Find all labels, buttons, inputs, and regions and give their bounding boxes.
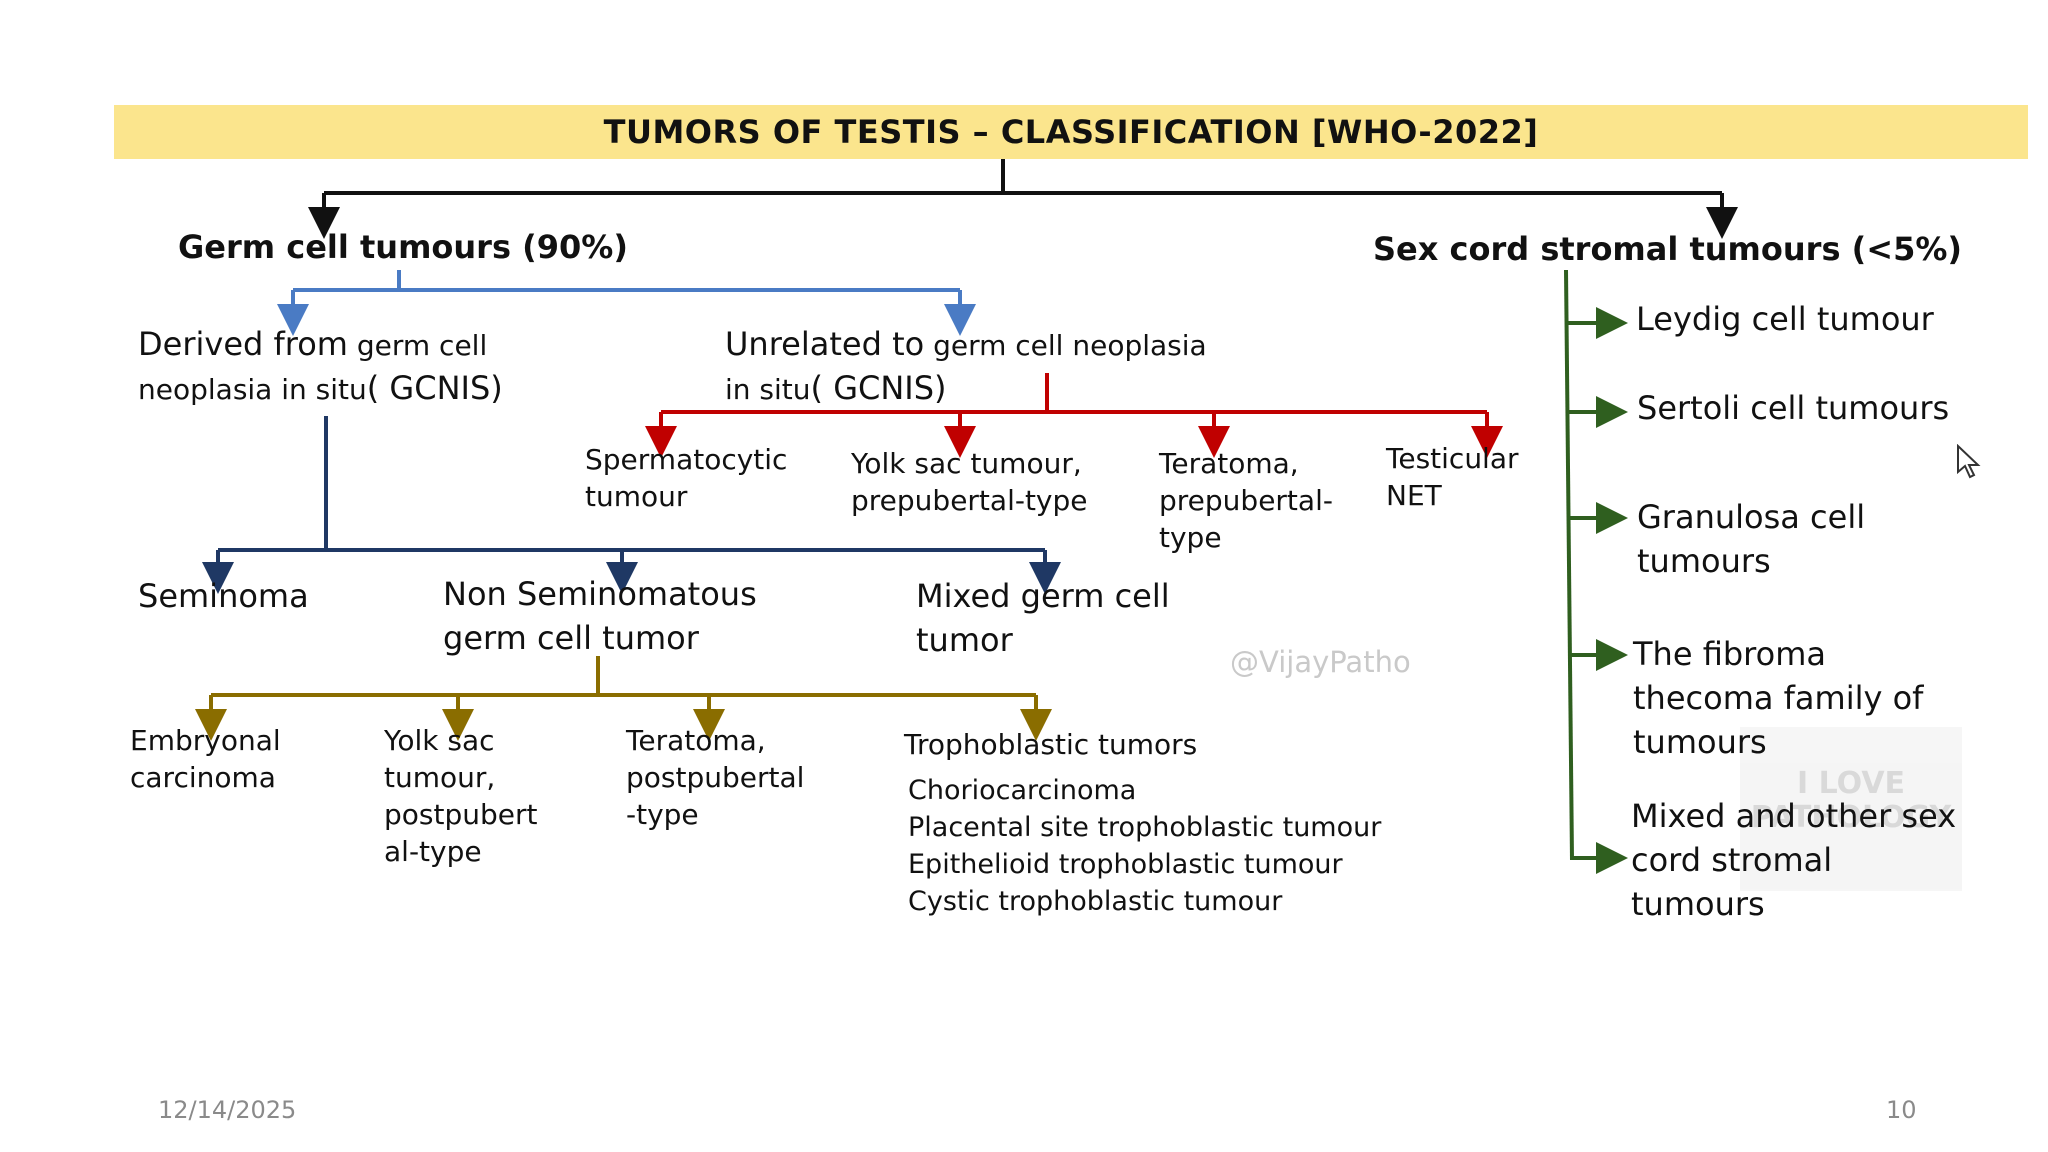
unrelated-node: Unrelated to germ cell neoplasia in situ… bbox=[725, 322, 1207, 410]
trophoblastic-item: Cystic trophoblastic tumour bbox=[908, 886, 1283, 917]
derived-line1-big: Derived from bbox=[138, 325, 348, 363]
node-line: germ cell tumor bbox=[443, 619, 699, 657]
sex-cord-heading: Sex cord stromal tumours (<5%) bbox=[1373, 230, 1963, 268]
root-connector bbox=[308, 159, 1738, 239]
title-banner: TUMORS OF TESTIS – CLASSIFICATION [WHO-2… bbox=[114, 105, 2028, 159]
trophoblastic-item: Choriocarcinoma bbox=[908, 775, 1137, 806]
germ-cell-heading: Germ cell tumours (90%) bbox=[178, 228, 628, 266]
node-line: tumor bbox=[916, 621, 1013, 659]
node-line: Mixed and other sex bbox=[1631, 797, 1957, 835]
logo-watermark: I LOVE PATHOLOGY bbox=[1740, 727, 1962, 891]
node-line: tumours bbox=[1633, 723, 1767, 761]
spermatocytic-node: Spermatocytic tumour bbox=[585, 441, 787, 515]
node-line: Teratoma, bbox=[1159, 447, 1299, 480]
unrelated-line1-big: Unrelated to bbox=[725, 325, 925, 363]
derived-line2-big: ( GCNIS) bbox=[366, 369, 503, 407]
node-line: The fibroma bbox=[1633, 635, 1826, 673]
granulosa-node: Granulosa cell tumours bbox=[1637, 495, 1865, 583]
embryonal-carcinoma-node: Embryonal carcinoma bbox=[130, 722, 281, 796]
mouse-cursor-icon bbox=[1957, 444, 1981, 479]
leydig-node: Leydig cell tumour bbox=[1636, 297, 1934, 341]
node-line: NET bbox=[1386, 479, 1442, 512]
node-line: thecoma family of bbox=[1633, 679, 1924, 717]
trophoblastic-item: Placental site trophoblastic tumour bbox=[908, 812, 1382, 843]
node-line: Non Seminomatous bbox=[443, 575, 757, 613]
node-line: Yolk sac bbox=[384, 724, 495, 757]
sexcord-connector bbox=[1564, 269, 1628, 874]
footer-date: 12/14/2025 bbox=[158, 1096, 297, 1124]
node-line: Mixed germ cell bbox=[916, 577, 1170, 615]
nsgct-node: Non Seminomatous germ cell tumor bbox=[443, 572, 757, 660]
node-line: Embryonal bbox=[130, 724, 281, 757]
node-line: Sertoli cell tumours bbox=[1637, 389, 1950, 427]
derived-connector bbox=[202, 416, 1061, 594]
yolk-sac-postpubertal-node: Yolk sac tumour, postpubert al-type bbox=[384, 722, 537, 870]
node-line: prepubertal- bbox=[1159, 484, 1333, 517]
trophoblastic-heading: Trophoblastic tumors bbox=[904, 728, 1198, 761]
node-line: Testicular bbox=[1386, 442, 1519, 475]
unrelated-line2-big: ( GCNIS) bbox=[810, 369, 947, 407]
unrelated-line1-small: germ cell neoplasia bbox=[924, 329, 1207, 362]
node-line: -type bbox=[626, 798, 699, 831]
node-line: tumours bbox=[1631, 885, 1765, 923]
teratoma-postpubertal-node: Teratoma, postpubertal -type bbox=[626, 722, 804, 833]
node-line: cord stromal bbox=[1631, 841, 1833, 879]
node-line: prepubertal-type bbox=[851, 484, 1088, 517]
mixed-sex-cord-node: Mixed and other sex cord stromal tumours bbox=[1631, 794, 1956, 926]
node-line: Yolk sac tumour, bbox=[851, 447, 1082, 480]
trophoblastic-list: Choriocarcinoma Placental site trophobla… bbox=[908, 772, 1381, 920]
trophoblastic-item: Epithelioid trophoblastic tumour bbox=[908, 849, 1343, 880]
fibroma-thecoma-node: The fibroma thecoma family of tumours bbox=[1633, 632, 1923, 764]
mixed-germ-cell-node: Mixed germ cell tumor bbox=[916, 574, 1170, 662]
node-line: Teratoma, bbox=[626, 724, 766, 757]
diagram-title: TUMORS OF TESTIS – CLASSIFICATION [WHO-2… bbox=[603, 113, 1539, 151]
yolk-sac-prepubertal-node: Yolk sac tumour, prepubertal-type bbox=[851, 445, 1088, 519]
nsgct-connector bbox=[195, 656, 1052, 741]
node-line: carcinoma bbox=[130, 761, 276, 794]
node-line: tumour, bbox=[384, 761, 496, 794]
node-line: postpubertal bbox=[626, 761, 805, 794]
derived-line1-small: germ cell bbox=[347, 329, 488, 362]
teratoma-prepubertal-node: Teratoma, prepubertal- type bbox=[1159, 445, 1333, 556]
node-line: Granulosa cell bbox=[1637, 498, 1866, 536]
page-number: 10 bbox=[1886, 1096, 1917, 1124]
germ-connector bbox=[277, 270, 976, 336]
node-line: tumour bbox=[585, 480, 688, 513]
unrelated-line2-small: in situ bbox=[725, 373, 811, 406]
testicular-net-node: Testicular NET bbox=[1386, 440, 1519, 514]
node-line: al-type bbox=[384, 835, 482, 868]
derived-line2-small: neoplasia in situ bbox=[138, 373, 367, 406]
seminoma-node: Seminoma bbox=[138, 577, 309, 615]
node-line: Leydig cell tumour bbox=[1636, 300, 1934, 338]
sertoli-node: Sertoli cell tumours bbox=[1637, 386, 1949, 430]
node-line: Spermatocytic bbox=[585, 443, 788, 476]
node-line: tumours bbox=[1637, 542, 1771, 580]
node-line: type bbox=[1159, 521, 1222, 554]
derived-node: Derived from germ cell neoplasia in situ… bbox=[138, 322, 503, 410]
node-line: postpubert bbox=[384, 798, 538, 831]
unrelated-connector bbox=[645, 373, 1503, 458]
watermark-text: @VijayPatho bbox=[1230, 645, 1411, 679]
